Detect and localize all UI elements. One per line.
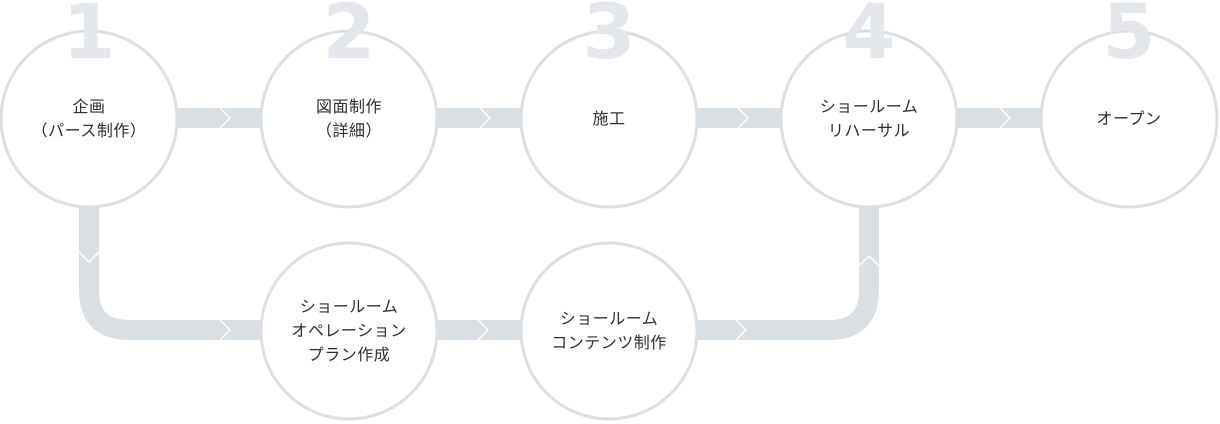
step-label-line: 企画: [72, 97, 106, 116]
step-label-line: （詳細）: [315, 121, 382, 140]
substep-label-line: ショールーム: [559, 309, 659, 328]
step-circle-1: [0, 29, 179, 209]
step-number-2: 2: [322, 0, 376, 76]
chevron-right-icon: [219, 319, 232, 341]
substep-label-line: プラン作成: [307, 345, 391, 364]
chevron-right-icon: [999, 107, 1012, 129]
step-circle-2: [259, 29, 439, 209]
chevron-right-icon: [477, 319, 490, 341]
step-label-1: 企画 （パース制作）: [9, 79, 169, 159]
top-track: [170, 107, 1050, 129]
step-label-line: リハーサル: [827, 121, 911, 140]
bottom-track: [78, 200, 880, 341]
chevron-right-icon: [479, 107, 492, 129]
step-label-line: オープン: [1096, 109, 1162, 128]
substep-label-1: ショールーム オペレーション プラン作成: [269, 281, 429, 381]
substep-label-line: コンテンツ制作: [551, 333, 667, 352]
step-number-1: 1: [62, 0, 116, 76]
substep-label-2: ショールーム コンテンツ制作: [529, 281, 689, 381]
step-circle-5: [1039, 29, 1219, 209]
step-number-4: 4: [842, 0, 896, 76]
sub-circles: [259, 241, 699, 421]
step-label-line: ショールーム: [819, 97, 919, 116]
substep-circle-2: [519, 241, 699, 421]
chevron-right-icon: [737, 107, 750, 129]
substep-label-line: ショールーム: [299, 297, 399, 316]
step-circle-4: [779, 29, 959, 209]
step-number-5: 5: [1102, 0, 1156, 76]
step-label-line: （パース制作）: [31, 121, 147, 140]
branch-path: [79, 200, 879, 340]
connector-3-4: [690, 108, 790, 128]
step-label-2: 図面制作 （詳細）: [269, 79, 429, 159]
step-circle-3: [519, 29, 699, 209]
chevron-down-icon: [78, 251, 100, 264]
main-circles: [0, 29, 1219, 209]
step-label-5: オープン: [1049, 79, 1209, 159]
chevron-right-icon: [219, 107, 232, 129]
step-label-4: ショールーム リハーサル: [789, 79, 949, 159]
connector-4-5: [950, 108, 1050, 128]
substep-label-line: オペレーション: [291, 321, 407, 340]
step-number-3: 3: [582, 0, 636, 76]
chevron-up-icon: [858, 254, 880, 267]
step-label-line: 図面制作: [315, 97, 382, 116]
step-label-3: 施工: [529, 79, 689, 159]
connector-2-3: [430, 108, 530, 128]
chevron-right-icon: [735, 319, 748, 341]
substep-circle-1: [259, 241, 439, 421]
connector-1-2: [170, 108, 270, 128]
step-label-line: 施工: [592, 109, 626, 128]
